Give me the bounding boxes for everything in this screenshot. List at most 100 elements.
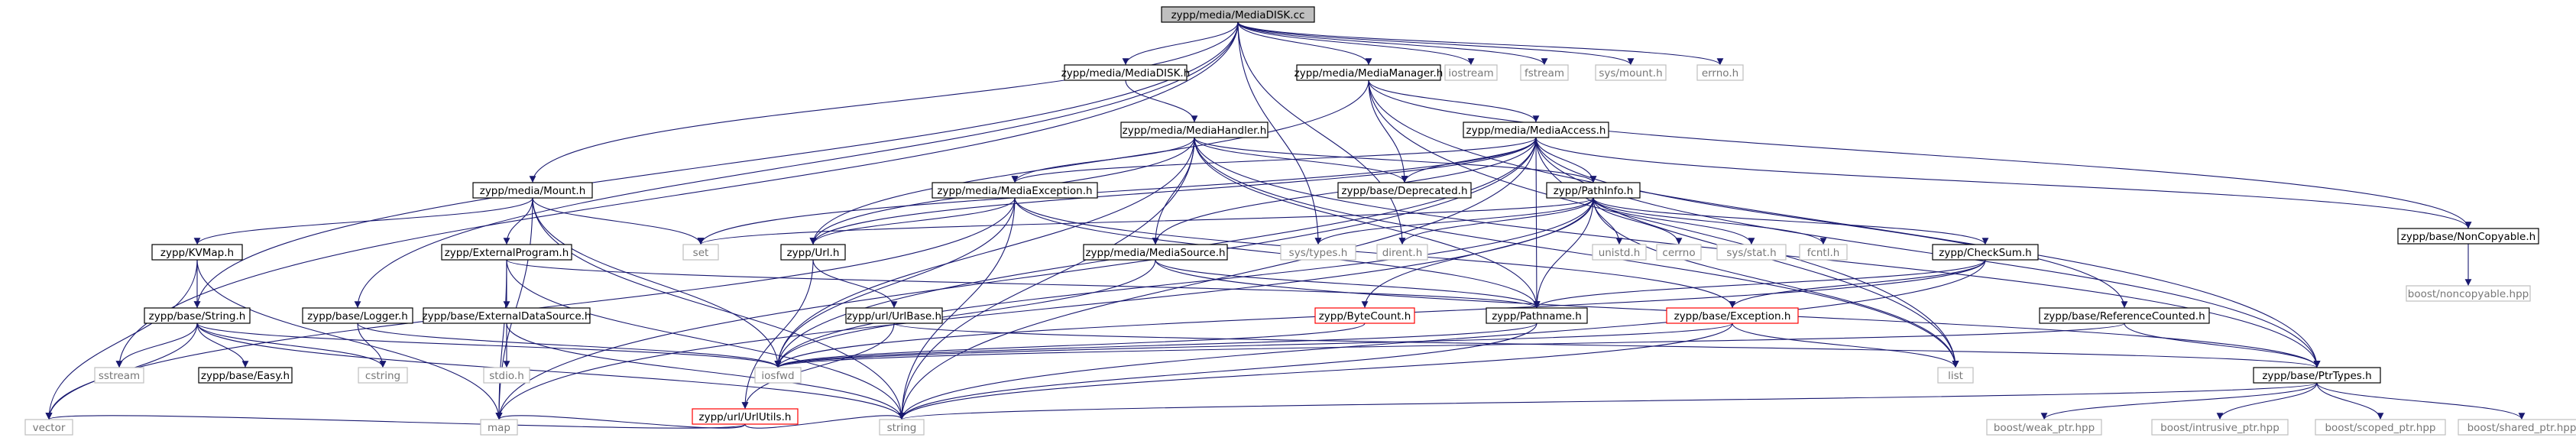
node-box-list [1937, 367, 1974, 384]
edge-mediaexception-h-to-pathname-h [1014, 197, 1541, 309]
node-label-cstring: cstring [365, 370, 400, 382]
node-mediadisk-cc[interactable]: zypp/media/MediaDISK.cc [1161, 6, 1315, 23]
node-label-mediaaccess-h: zypp/media/MediaAccess.h [1466, 125, 1606, 137]
edge-ptrtypes-h-to-boost-scoped-ptr [2316, 382, 2384, 420]
node-list: list [1937, 367, 1974, 384]
node-mediasource-h[interactable]: zypp/media/MediaSource.h [1083, 244, 1228, 261]
node-string-h[interactable]: zypp/base/String.h [144, 307, 251, 324]
node-label-kvmap-h: zypp/KVMap.h [160, 247, 234, 259]
node-easy-h[interactable]: zypp/base/Easy.h [198, 367, 293, 384]
node-box-boost-noncopyable [2406, 285, 2531, 302]
node-externaldatasource-h[interactable]: zypp/base/ExternalDataSource.h [423, 307, 591, 324]
node-url-h[interactable]: zypp/Url.h [780, 244, 846, 261]
node-noncopyable-h[interactable]: zypp/base/NonCopyable.h [2397, 228, 2539, 245]
edge-mediadisk-cc-to-sys-mount-h [1237, 21, 1635, 66]
node-deprecated-h[interactable]: zypp/base/Deprecated.h [1337, 182, 1472, 199]
node-sys-types-h: sys/types.h [1280, 244, 1356, 261]
edge-string-h-to-string [196, 322, 906, 420]
edge-mediaexception-h-to-exception-h [1014, 197, 1736, 309]
node-vector: vector [24, 419, 73, 436]
edge-mount-h-to-string [532, 197, 906, 420]
node-label-sys-stat-h: sys/stat.h [1726, 247, 1776, 259]
edge-mediamanager-h-to-list [1368, 79, 1959, 368]
node-pathinfo-h[interactable]: zypp/PathInfo.h [1546, 182, 1641, 199]
node-urlutils-h[interactable]: zypp/url/UrlUtils.h [692, 408, 799, 425]
node-box-stdio-h [483, 367, 530, 384]
node-boost-weak-ptr: boost/weak_ptr.hpp [1986, 419, 2102, 436]
node-logger-h[interactable]: zypp/base/Logger.h [302, 307, 413, 324]
edge-string-h-to-sstream [115, 322, 198, 368]
node-refcounted-h[interactable]: zypp/base/ReferenceCounted.h [2039, 307, 2210, 324]
node-externalprogram-h[interactable]: zypp/ExternalProgram.h [441, 244, 572, 261]
edge-mount-h-to-iosfwd [532, 197, 782, 368]
node-label-boost-intrusive-ptr: boost/intrusive_ptr.hpp [2160, 422, 2280, 434]
edge-mediaexception-h-to-url-h [809, 197, 1016, 245]
edge-checksum-h-to-exception-h [1729, 259, 1986, 309]
node-label-vector: vector [33, 422, 66, 434]
node-label-checksum-h: zypp/CheckSum.h [1939, 247, 2031, 259]
node-mediadisk-h[interactable]: zypp/media/MediaDISK.h [1061, 64, 1191, 81]
node-mount-h[interactable]: zypp/media/Mount.h [472, 182, 593, 199]
edge-mediaaccess-h-to-pathinfo-h [1535, 137, 1597, 183]
node-ptrtypes-h[interactable]: zypp/base/PtrTypes.h [2253, 367, 2381, 384]
node-box-boost-scoped-ptr [2315, 419, 2446, 436]
node-label-boost-scoped-ptr: boost/scoped_ptr.hpp [2325, 422, 2435, 434]
node-label-list: list [1948, 370, 1963, 382]
edge-mediaaccess-h-to-mediaexception-h [1011, 137, 1537, 183]
edge-mount-h-to-externalprogram-h [503, 197, 533, 245]
node-box-vector [24, 419, 73, 436]
edge-externalprogram-h-to-map [495, 259, 507, 420]
node-stdio-h: stdio.h [483, 367, 530, 384]
node-box-externalprogram-h [441, 244, 572, 261]
node-string: string [879, 419, 925, 436]
node-box-mediahandler-h [1120, 122, 1269, 138]
edge-mediadisk-h-to-mediahandler-h [1125, 79, 1198, 123]
node-box-refcounted-h [2039, 307, 2210, 324]
edge-mediahandler-h-to-list [1194, 137, 1959, 368]
edge-checksum-h-to-string [898, 259, 1986, 420]
node-label-pathname-h: zypp/Pathname.h [1492, 310, 1582, 322]
node-boost-noncopyable: boost/noncopyable.hpp [2406, 285, 2531, 302]
node-box-mediaexception-h [932, 182, 1098, 199]
node-box-bytecount-h [1314, 307, 1415, 324]
edge-mediamanager-h-to-deprecated-h [1368, 79, 1408, 183]
node-label-easy-h: zypp/base/Easy.h [201, 370, 290, 382]
node-boost-shared-ptr: boost/shared_ptr.hpp [2458, 419, 2576, 436]
node-exception-h[interactable]: zypp/base/Exception.h [1666, 307, 1799, 324]
edge-mediaaccess-h-to-map [495, 137, 1537, 420]
edge-pathinfo-h-to-sys-types-h [1314, 197, 1594, 245]
edge-mediadisk-cc-to-sys-types-h [1237, 21, 1322, 245]
edge-urlutils-h-to-vector [46, 413, 746, 429]
node-box-unistd-h [1592, 244, 1647, 261]
edge-mediasource-h-to-pathname-h [1155, 259, 1541, 309]
node-box-boost-shared-ptr [2458, 419, 2576, 436]
node-pathname-h[interactable]: zypp/Pathname.h [1486, 307, 1588, 324]
node-bytecount-h[interactable]: zypp/ByteCount.h [1314, 307, 1415, 324]
node-label-mediadisk-cc: zypp/media/MediaDISK.cc [1171, 9, 1305, 21]
node-mediahandler-h[interactable]: zypp/media/MediaHandler.h [1120, 122, 1269, 138]
node-label-pathinfo-h: zypp/PathInfo.h [1554, 185, 1634, 197]
node-fstream: fstream [1520, 64, 1569, 81]
node-cstring: cstring [358, 367, 408, 384]
edge-mediadisk-cc-to-errno-h [1237, 21, 1724, 66]
node-mediaaccess-h[interactable]: zypp/media/MediaAccess.h [1463, 122, 1609, 138]
edge-kvmap-h-to-vector [45, 259, 198, 420]
node-label-string-h: zypp/base/String.h [149, 310, 246, 322]
node-fcntl-h: fcntl.h [1799, 244, 1848, 261]
node-label-fstream: fstream [1525, 67, 1564, 79]
node-mediaexception-h[interactable]: zypp/media/MediaException.h [932, 182, 1098, 199]
node-checksum-h[interactable]: zypp/CheckSum.h [1932, 244, 2039, 261]
node-urlbase-h[interactable]: zypp/url/UrlBase.h [845, 307, 943, 324]
node-box-logger-h [302, 307, 413, 324]
node-mediamanager-h[interactable]: zypp/media/MediaManager.h [1294, 64, 1444, 81]
node-box-map [480, 419, 518, 436]
node-box-iostream [1444, 64, 1498, 81]
node-box-urlbase-h [845, 307, 943, 324]
edge-mediadisk-cc-to-sstream [115, 21, 1239, 368]
node-label-mount-h: zypp/media/Mount.h [480, 185, 586, 197]
node-kvmap-h[interactable]: zypp/KVMap.h [151, 244, 243, 261]
edge-ptrtypes-h-to-boost-weak-ptr [2040, 382, 2318, 420]
node-boost-scoped-ptr: boost/scoped_ptr.hpp [2315, 419, 2446, 436]
edge-urlbase-h-to-urlutils-h [741, 322, 895, 410]
node-label-sstream: sstream [99, 370, 140, 382]
